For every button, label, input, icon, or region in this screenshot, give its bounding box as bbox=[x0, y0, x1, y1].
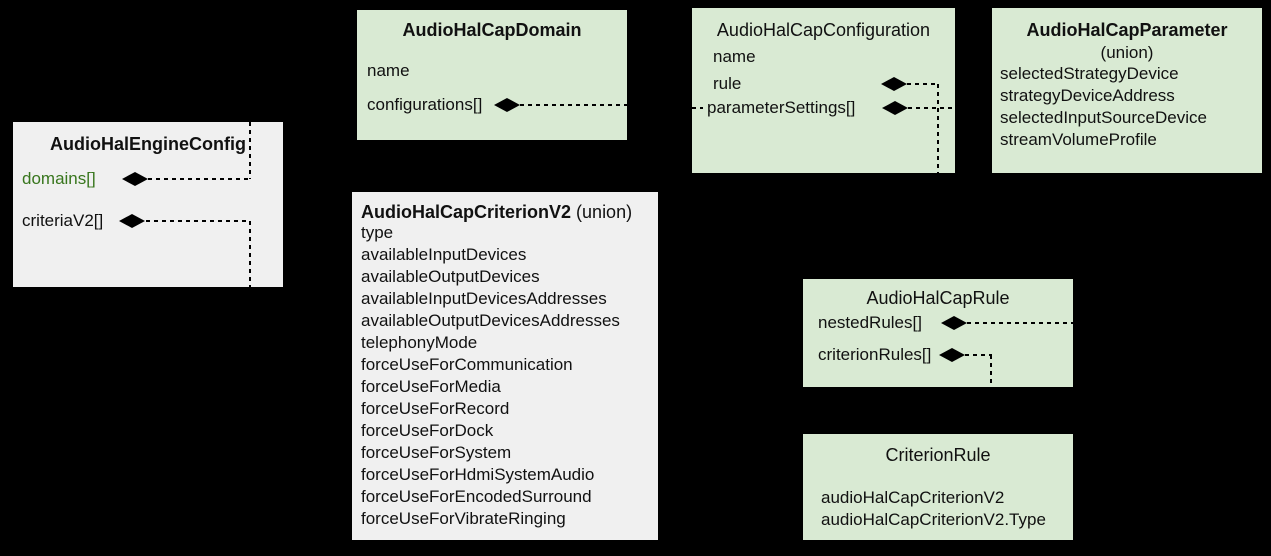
connector-rule-line bbox=[937, 84, 939, 173]
field-audio-hal-cap-criterion-v2-type: audioHalCapCriterionV2.Type bbox=[821, 510, 1046, 529]
class-title-text: AudioHalCapCriterionV2 bbox=[361, 202, 572, 222]
class-box-audio-hal-cap-parameter: AudioHalCapParameter (union) selectedStr… bbox=[992, 8, 1262, 173]
connector-configurations-line bbox=[520, 104, 627, 106]
class-title: AudioHalCapConfiguration bbox=[716, 20, 931, 40]
connector-criterion-rules-line bbox=[990, 355, 992, 387]
class-title: AudioHalCapRule bbox=[866, 288, 1010, 308]
field-domains: domains[] bbox=[22, 169, 96, 188]
field-audio-hal-cap-criterion-v2: audioHalCapCriterionV2 bbox=[821, 488, 1005, 507]
class-box-audio-hal-cap-rule: AudioHalCapRule nestedRules[] criterionR… bbox=[803, 279, 1073, 387]
composition-diamond-icon bbox=[939, 348, 965, 362]
connector-criteria-v2-line bbox=[146, 220, 250, 222]
class-title: AudioHalCapParameter bbox=[1026, 20, 1228, 40]
field-force-use-for-hdmi-system-audio: forceUseForHdmiSystemAudio bbox=[361, 465, 595, 484]
field-list: type availableInputDevices availableOutp… bbox=[361, 222, 620, 530]
connector-criterion-rules-line bbox=[965, 354, 992, 356]
field-force-use-for-system: forceUseForSystem bbox=[361, 443, 512, 462]
field-type: type bbox=[361, 223, 394, 242]
composition-diamond-icon bbox=[122, 172, 148, 186]
class-box-audio-hal-cap-configuration: AudioHalCapConfiguration name rule param… bbox=[692, 8, 955, 173]
field-available-input-devices-addresses: availableInputDevicesAddresses bbox=[361, 289, 607, 308]
field-configurations: configurations[] bbox=[367, 95, 483, 114]
field-criteria-v2: criteriaV2[] bbox=[22, 211, 104, 230]
field-rule: rule bbox=[713, 74, 742, 93]
field-selected-input-source-device: selectedInputSourceDevice bbox=[1000, 108, 1207, 127]
field-criterion-rules: criterionRules[] bbox=[818, 345, 932, 364]
composition-diamond-icon bbox=[119, 214, 145, 228]
composition-diamond-icon bbox=[882, 101, 908, 115]
class-subtitle-union: (union) bbox=[1100, 43, 1154, 62]
field-list: selectedStrategyDevice strategyDeviceAdd… bbox=[1000, 63, 1207, 151]
field-available-input-devices: availableInputDevices bbox=[361, 245, 527, 264]
field-force-use-for-vibrate-ringing: forceUseForVibrateRinging bbox=[361, 509, 566, 528]
field-name: name bbox=[367, 61, 410, 80]
field-available-output-devices: availableOutputDevices bbox=[361, 267, 540, 286]
composition-diamond-icon bbox=[941, 316, 967, 330]
field-force-use-for-record: forceUseForRecord bbox=[361, 399, 510, 418]
connector-criteria-v2-line bbox=[249, 221, 251, 287]
field-name: name bbox=[713, 47, 756, 66]
field-available-output-devices-addresses: availableOutputDevicesAddresses bbox=[361, 311, 620, 330]
composition-diamond-icon bbox=[881, 77, 907, 91]
composition-diamond-icon bbox=[494, 98, 520, 112]
field-strategy-device-address: strategyDeviceAddress bbox=[1000, 86, 1175, 105]
connector-parameter-settings-line bbox=[908, 107, 955, 109]
class-title: AudioHalCapDomain bbox=[402, 20, 582, 40]
connector-nested-rules-line bbox=[967, 322, 1073, 324]
connector-configurations-line bbox=[692, 107, 703, 109]
connector-rule-line bbox=[907, 83, 939, 85]
field-force-use-for-dock: forceUseForDock bbox=[361, 421, 494, 440]
class-subtitle-union: (union) bbox=[576, 202, 633, 222]
class-box-audio-hal-cap-domain: AudioHalCapDomain name configurations[] bbox=[357, 10, 627, 140]
field-telephony-mode: telephonyMode bbox=[361, 333, 478, 352]
class-box-audio-hal-engine-config: AudioHalEngineConfig domains[] criteriaV… bbox=[13, 122, 283, 287]
field-force-use-for-communication: forceUseForCommunication bbox=[361, 355, 573, 374]
field-parameter-settings: parameterSettings[] bbox=[707, 98, 856, 117]
field-force-use-for-media: forceUseForMedia bbox=[361, 377, 501, 396]
field-force-use-for-encoded-surround: forceUseForEncodedSurround bbox=[361, 487, 592, 506]
connector-domains-line bbox=[249, 122, 251, 179]
class-box-criterion-rule: CriterionRule audioHalCapCriterionV2 aud… bbox=[803, 434, 1073, 540]
class-title: AudioHalEngineConfig bbox=[50, 134, 246, 154]
field-list: audioHalCapCriterionV2 audioHalCapCriter… bbox=[821, 487, 1046, 531]
connector-domains-line bbox=[148, 178, 250, 180]
class-title: CriterionRule bbox=[885, 445, 991, 465]
field-stream-volume-profile: streamVolumeProfile bbox=[1000, 130, 1157, 149]
field-nested-rules: nestedRules[] bbox=[818, 313, 922, 332]
field-selected-strategy-device: selectedStrategyDevice bbox=[1000, 64, 1179, 83]
class-title: AudioHalCapCriterionV2 (union) bbox=[361, 201, 632, 223]
class-box-audio-hal-cap-criterion-v2: AudioHalCapCriterionV2 (union) type avai… bbox=[352, 192, 658, 540]
